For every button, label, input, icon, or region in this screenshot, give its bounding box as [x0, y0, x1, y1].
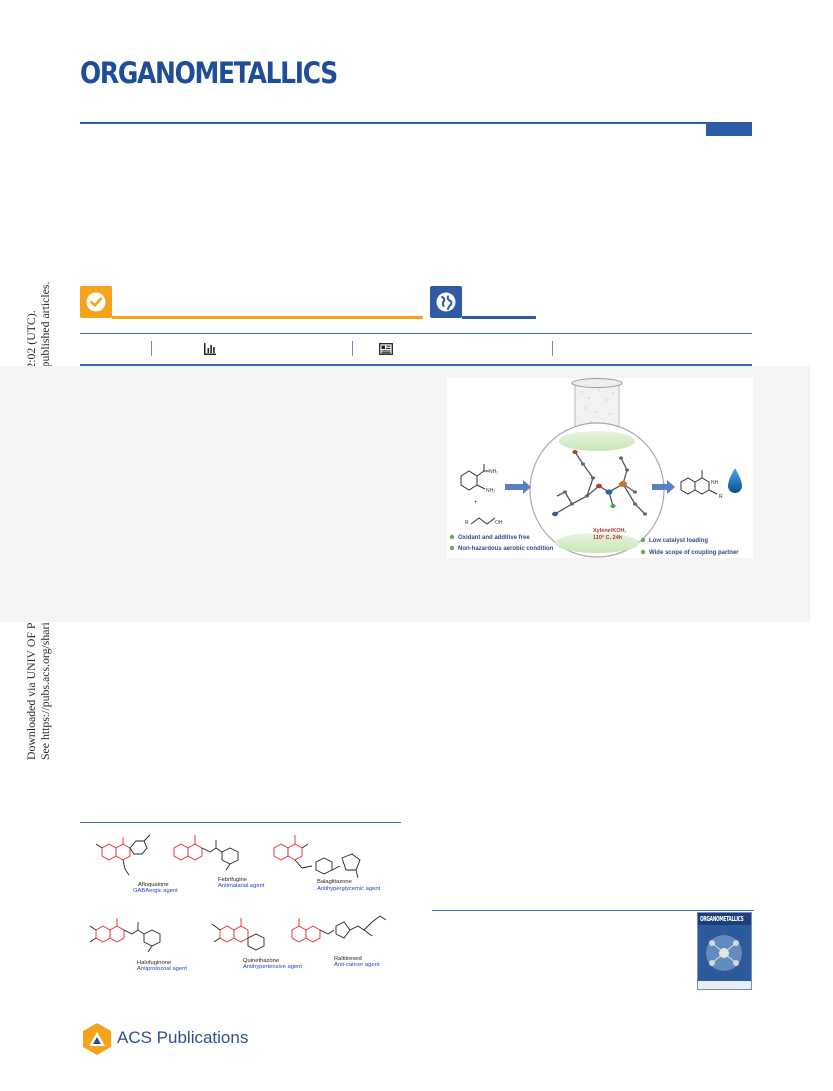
benefit-4: Wide scope of coupling partner [649, 550, 739, 556]
journal-cover-thumbnail[interactable]: ORGANOMETALLICS [697, 912, 752, 990]
complex-atoms [552, 450, 647, 517]
plus-sign: + [474, 500, 478, 506]
cover-title: ORGANOMETALLICS [700, 915, 744, 923]
raltitrexed-structure [291, 915, 387, 943]
drug-name-halofuginone: Halofuginone [137, 960, 171, 966]
drug-activity-febrifugine: Antimalarial agent [218, 883, 265, 889]
flask-rim [571, 378, 623, 388]
publisher-name: ACS Publications [117, 1028, 249, 1047]
metrics-bar-bottom-rule [80, 364, 752, 366]
flask-top-glow [559, 431, 635, 451]
drug-name-quinethazone: Quinethazone [243, 958, 279, 964]
benefit-3: Low catalyst loading [649, 538, 708, 544]
balaglitazone-structure [273, 835, 361, 879]
checkmark-icon [86, 292, 106, 312]
cite-this-badge[interactable] [80, 286, 112, 318]
metrics-bar-top-rule [80, 333, 752, 334]
reactant-label-nh2-amide: NH₂ [489, 469, 498, 475]
product-label-nh: NH [711, 480, 719, 486]
reactant-structure [460, 464, 496, 525]
open-access-underline [462, 316, 536, 319]
toc-graphic[interactable]: Xylene/KOH, 110° C, 24h NH₂ NH₂ R OH + N… [447, 378, 753, 558]
product-structure [680, 470, 718, 495]
conditions-line-1: Xylene/KOH, [593, 528, 626, 534]
drug-activity-halofuginone: Antiprotozoal agent [137, 966, 187, 972]
open-access-badge[interactable] [430, 286, 462, 318]
bar-chart-icon[interactable] [203, 343, 217, 355]
acs-publications-logo[interactable]: ACS Publications [80, 1022, 250, 1056]
water-drop-icon [728, 468, 742, 493]
reactant-label-oh: OH [495, 520, 503, 526]
drug-activity-balaglitazone: Antihyperglycemic agent [317, 886, 381, 892]
reaction-arrows [505, 480, 675, 494]
conditions-line-2: 110° C, 24h [593, 535, 623, 541]
metrics-separator [552, 341, 553, 356]
benefit-bullets [449, 534, 646, 555]
toc-graphic-svg: Xylene/KOH, 110° C, 24h NH₂ NH₂ R OH + N… [449, 378, 742, 558]
afloqualone-structure [95, 834, 151, 876]
benefit-2: Non-hazardous aerobic condition [458, 546, 554, 552]
acs-hexagon-icon [83, 1023, 111, 1055]
drug-name-afloqualone: Afloqualone [138, 882, 169, 888]
cover-top-rule [432, 910, 754, 911]
cover-art [698, 925, 751, 989]
cite-this-underline [112, 316, 423, 319]
halofuginone-structure [89, 918, 161, 953]
journal-logo[interactable]: ORGANOMETALLICS [80, 56, 338, 90]
benefit-1: Oxidant and additive free [458, 535, 530, 541]
febrifugine-structure [173, 835, 239, 871]
quinethazone-structure [211, 918, 265, 951]
metrics-separator [352, 341, 353, 356]
reactant-label-r: R [465, 520, 469, 526]
drug-activity-afloqualone: GABAergic agent [133, 888, 178, 894]
figure-1-svg: Afloqualone GABAergic agent Febrifugine … [89, 834, 387, 972]
flask-bottom-glow [555, 533, 639, 553]
globe-icon [436, 292, 456, 312]
product-label-r: R [719, 494, 723, 500]
reactant-label-nh2-amine: NH₂ [486, 488, 495, 494]
metrics-separator [151, 341, 152, 356]
header-rule [80, 122, 752, 124]
drug-activity-quinethazone: Antihypertensive agent [243, 964, 302, 970]
drug-activity-raltitrexed: Anti-cancer agent [334, 962, 380, 968]
drug-skeletons [89, 834, 387, 953]
drug-name-febrifugine: Febrifugine [218, 877, 247, 883]
figure-1-drug-structures: Afloqualone GABAergic agent Febrifugine … [80, 826, 401, 1006]
header-tab [706, 122, 752, 136]
drug-name-balaglitazone: Balaglitazone [317, 879, 352, 885]
drug-name-raltitrexed: Raltitrexed [334, 956, 362, 962]
article-icon[interactable] [379, 343, 393, 355]
figure-1-top-rule [80, 822, 401, 823]
